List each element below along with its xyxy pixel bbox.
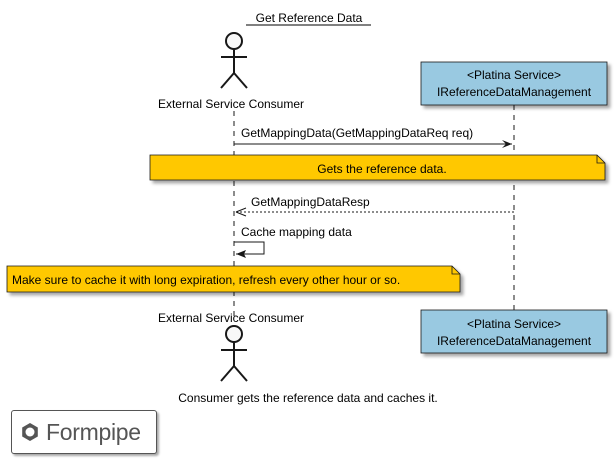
- logo-text: Formpipe: [46, 418, 141, 445]
- gear-icon: [22, 423, 38, 441]
- diagram-title: Get Reference Data: [256, 11, 363, 25]
- service-box-bottom: [420, 309, 608, 354]
- message-arrowhead: [502, 140, 512, 148]
- self-message-arrowhead: [236, 250, 246, 258]
- service-stereotype-top: <Platina Service>: [467, 68, 561, 82]
- service-box-top: [420, 61, 608, 106]
- self-message-label: Cache mapping data: [241, 225, 352, 239]
- note-box: [149, 154, 606, 181]
- consumer-actor-bottom: [220, 325, 248, 382]
- consumer-label-top: External Service Consumer: [158, 97, 304, 111]
- consumer-actor-top: [220, 32, 248, 89]
- self-message-arrow: [234, 241, 265, 255]
- note-box: [6, 265, 461, 293]
- reply-label: GetMappingDataResp: [251, 195, 370, 209]
- note-fold: [451, 266, 460, 275]
- service-label-bottom: IReferenceDataManagement: [437, 334, 592, 348]
- note-fold: [596, 155, 605, 164]
- service-stereotype-bottom: <Platina Service>: [467, 317, 561, 331]
- note-text: Gets the reference data.: [317, 162, 446, 176]
- consumer-label-bottom: External Service Consumer: [158, 311, 304, 325]
- reply-arrowhead: [235, 207, 247, 217]
- formpipe-logo: Formpipe: [11, 410, 157, 454]
- message-label: GetMappingData(GetMappingDataReq req): [241, 126, 473, 140]
- note-text: Make sure to cache it with long expirati…: [12, 273, 400, 287]
- service-label-top: IReferenceDataManagement: [437, 85, 592, 99]
- diagram-caption: Consumer gets the reference data and cac…: [178, 391, 437, 405]
